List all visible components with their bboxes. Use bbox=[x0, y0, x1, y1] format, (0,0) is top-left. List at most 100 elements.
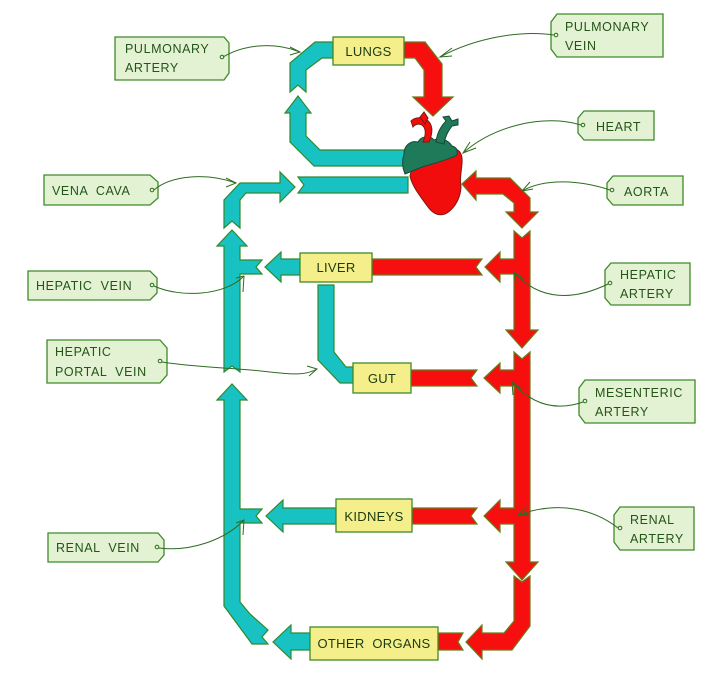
heart-atria bbox=[402, 136, 458, 175]
vena-cava-vessel bbox=[296, 176, 409, 194]
pointer-arrowhead bbox=[461, 141, 477, 155]
pointer-line bbox=[513, 271, 609, 296]
heart-pulmonary-trunk bbox=[435, 115, 459, 145]
organ-label-other-organs: OTHER ORGANS bbox=[318, 636, 431, 651]
tag-hole bbox=[582, 398, 588, 404]
organ-label-lungs: LUNGS bbox=[345, 44, 391, 59]
pointer-line bbox=[517, 507, 619, 529]
organ-label-kidneys: KIDNEYS bbox=[344, 509, 403, 524]
pointer-line bbox=[462, 120, 582, 154]
pointer-arrowhead bbox=[438, 47, 453, 58]
pointer-arrowhead bbox=[520, 181, 534, 192]
label-hepatic-artery: HEPATIC ARTERY bbox=[513, 262, 691, 306]
pulmonary-artery-vessel-lower bbox=[283, 95, 409, 167]
organ-gut: GUT bbox=[352, 362, 412, 394]
tag-shape bbox=[604, 262, 691, 306]
organ-label-gut: GUT bbox=[368, 371, 396, 386]
tag-hole bbox=[154, 544, 160, 550]
organ-lungs: LUNGS bbox=[332, 36, 405, 66]
organ-box-liver bbox=[299, 252, 373, 283]
pointer-arrowhead bbox=[516, 506, 531, 516]
tag-line-2: ARTERY bbox=[630, 532, 684, 546]
tag-hole bbox=[157, 358, 163, 364]
pointer-line bbox=[161, 361, 318, 375]
other-organs-vein-vessel bbox=[272, 623, 311, 661]
organ-liver: LIVER bbox=[299, 252, 373, 283]
hepatic-artery-vessel bbox=[371, 258, 484, 276]
tag-shape bbox=[114, 36, 230, 81]
organ-box-gut bbox=[352, 362, 412, 394]
renal-artery-vessel bbox=[411, 507, 479, 525]
renal-vein-vessel bbox=[265, 498, 337, 534]
tag-hole bbox=[149, 187, 155, 193]
pointer-line bbox=[153, 275, 245, 294]
tag-line-1: RENAL VEIN bbox=[56, 541, 140, 555]
label-vena-cava: VENA CAVA bbox=[43, 174, 238, 206]
arteries bbox=[371, 41, 540, 661]
tag-hole bbox=[580, 122, 586, 128]
tag-hole bbox=[553, 32, 559, 38]
heart-aorta-branch bbox=[419, 111, 429, 125]
veins bbox=[215, 41, 409, 661]
label-pulmonary-artery: PULMONARY ARTERY bbox=[114, 36, 302, 81]
pointer-line bbox=[511, 381, 584, 407]
tag-shape bbox=[27, 270, 158, 301]
hepatic-vein-vessel bbox=[264, 250, 301, 284]
tag-hole bbox=[149, 282, 155, 288]
tag-line-1: VENA CAVA bbox=[52, 184, 131, 198]
tag-line-1: HEPATIC bbox=[55, 345, 112, 359]
organ-other-organs: OTHER ORGANS bbox=[309, 626, 439, 661]
tag-line-1: HEPATIC bbox=[620, 268, 677, 282]
hepatic-portal-vein-vessel bbox=[317, 284, 354, 384]
other-organs-artery-vessel bbox=[437, 632, 465, 651]
tag-shape bbox=[578, 379, 696, 424]
label-mesenteric-artery: MESENTERIC ARTERY bbox=[511, 379, 696, 424]
pointer-line bbox=[439, 33, 555, 58]
pulmonary-vein-vessel bbox=[403, 41, 455, 117]
tag-line-2: ARTERY bbox=[620, 287, 674, 301]
tag-shape bbox=[606, 175, 684, 206]
tag-line-2: ARTERY bbox=[125, 61, 179, 75]
organ-box-other-organs bbox=[309, 626, 439, 661]
pointer-line bbox=[158, 519, 245, 550]
vena-cava-column-upper bbox=[215, 229, 264, 374]
tag-line-1: HEART bbox=[596, 120, 641, 134]
label-pulmonary-vein: PULMONARY VEIN bbox=[438, 13, 664, 58]
pointer-arrowhead bbox=[235, 275, 245, 293]
tag-line-2: PORTAL VEIN bbox=[55, 365, 147, 379]
aorta-vessel bbox=[461, 169, 540, 229]
organ-box-lungs bbox=[332, 36, 405, 66]
tag-line-1: AORTA bbox=[624, 185, 669, 199]
label-renal-artery: RENAL ARTERY bbox=[516, 506, 695, 551]
tag-line-1: RENAL bbox=[630, 513, 675, 527]
tag-hole bbox=[607, 280, 613, 286]
label-hepatic-vein: HEPATIC VEIN bbox=[27, 270, 245, 301]
tag-shape bbox=[613, 506, 695, 551]
tag-line-1: HEPATIC VEIN bbox=[36, 279, 132, 293]
pointer-arrowhead bbox=[289, 46, 302, 56]
pointer-arrowhead bbox=[306, 365, 319, 377]
pointer-arrowhead bbox=[513, 270, 525, 285]
organ-kidneys: KIDNEYS bbox=[335, 498, 413, 533]
tag-shape bbox=[43, 174, 159, 206]
label-heart: HEART bbox=[461, 110, 655, 155]
vena-cava-arrow bbox=[223, 170, 296, 230]
tag-shape bbox=[577, 110, 655, 141]
pointer-line bbox=[153, 176, 237, 191]
tag-line-1: PULMONARY bbox=[565, 20, 649, 34]
tag-hole bbox=[609, 187, 615, 193]
tag-line-2: ARTERY bbox=[595, 405, 649, 419]
tag-line-1: MESENTERIC bbox=[595, 386, 683, 400]
tag-line-2: VEIN bbox=[565, 39, 597, 53]
tag-line-1: PULMONARY bbox=[125, 42, 209, 56]
aorta-column-middle bbox=[483, 350, 540, 581]
label-aorta: AORTA bbox=[520, 175, 684, 206]
pointer-arrowhead bbox=[225, 177, 238, 188]
label-hepatic-portal-vein: HEPATIC PORTAL VEIN bbox=[46, 339, 319, 384]
pointer-line bbox=[521, 181, 611, 192]
pulmonary-artery-vessel-upper bbox=[289, 41, 334, 94]
organ-box-kidneys bbox=[335, 498, 413, 533]
heart-organ-icon bbox=[402, 111, 463, 216]
label-renal-vein: RENAL VEIN bbox=[47, 519, 245, 563]
